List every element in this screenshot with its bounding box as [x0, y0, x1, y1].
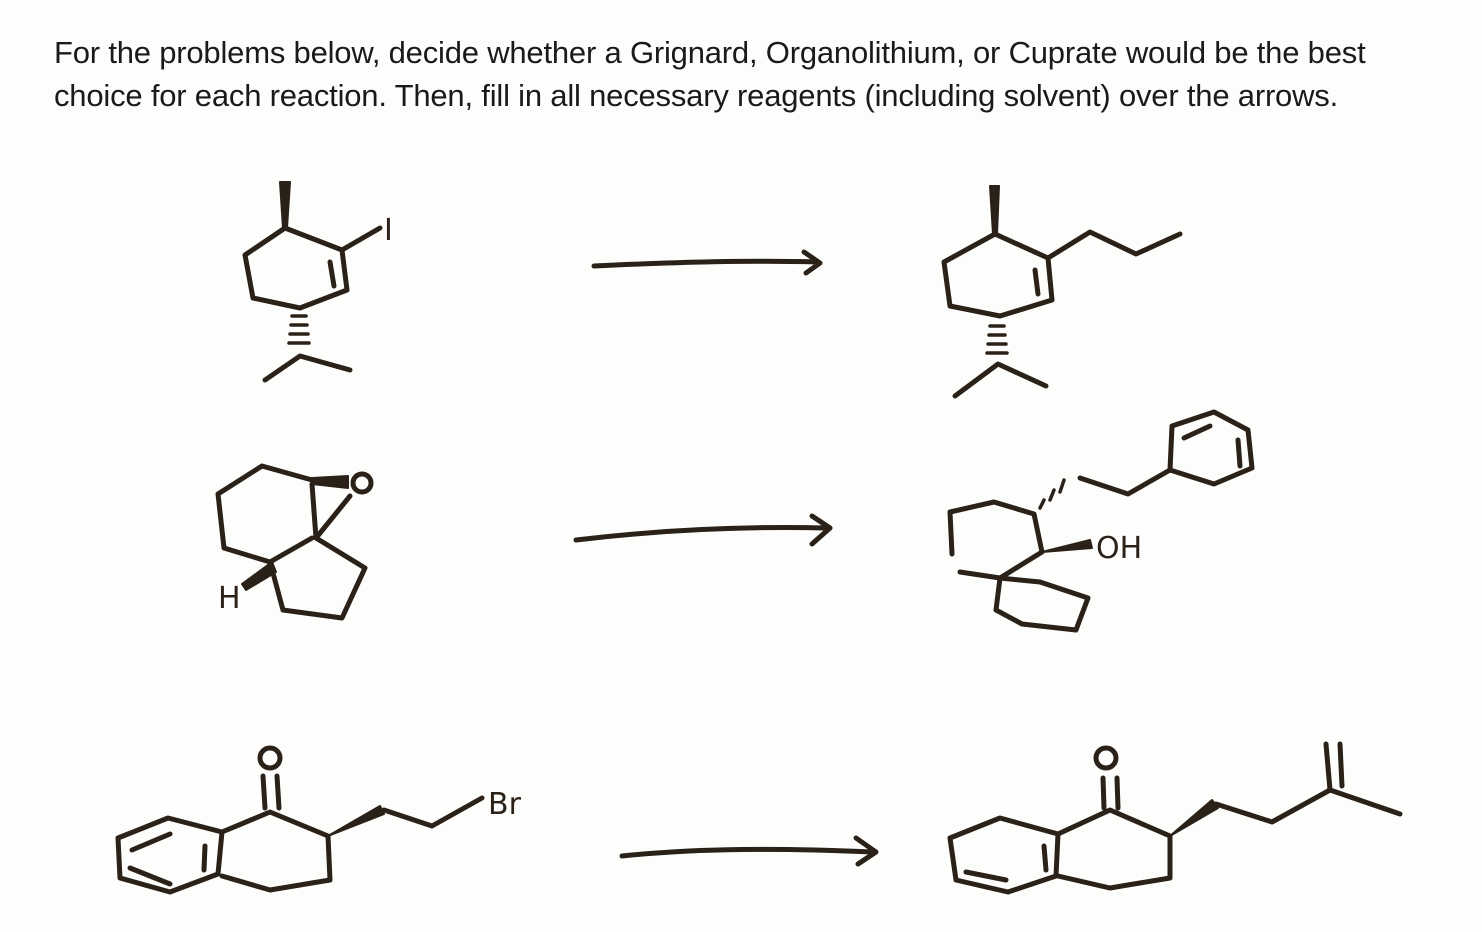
reaction-2-product: OH [947, 409, 1255, 633]
reaction-2-arrow [573, 513, 833, 547]
reaction-2: H OH [215, 409, 1255, 633]
reaction-3-starting-material: Br [115, 745, 522, 895]
hydroxyl-label: OH [1096, 531, 1142, 566]
instructions-text: For the problems below, decide whether a… [54, 35, 1366, 113]
reaction-3: Br [115, 741, 1403, 895]
iodine-label: I [384, 213, 393, 248]
reaction-3-product [947, 741, 1403, 895]
reaction-1-starting-material: I [242, 181, 393, 383]
reaction-2-starting-material: H [215, 463, 374, 621]
reaction-1-arrow [591, 249, 823, 276]
oxygen-atom [350, 471, 374, 495]
reaction-1: I [242, 181, 1183, 399]
bromine-label: Br [488, 787, 522, 822]
reaction-3-arrow [619, 835, 879, 867]
reaction-1-product [941, 185, 1183, 399]
hydrogen-label: H [218, 581, 241, 616]
